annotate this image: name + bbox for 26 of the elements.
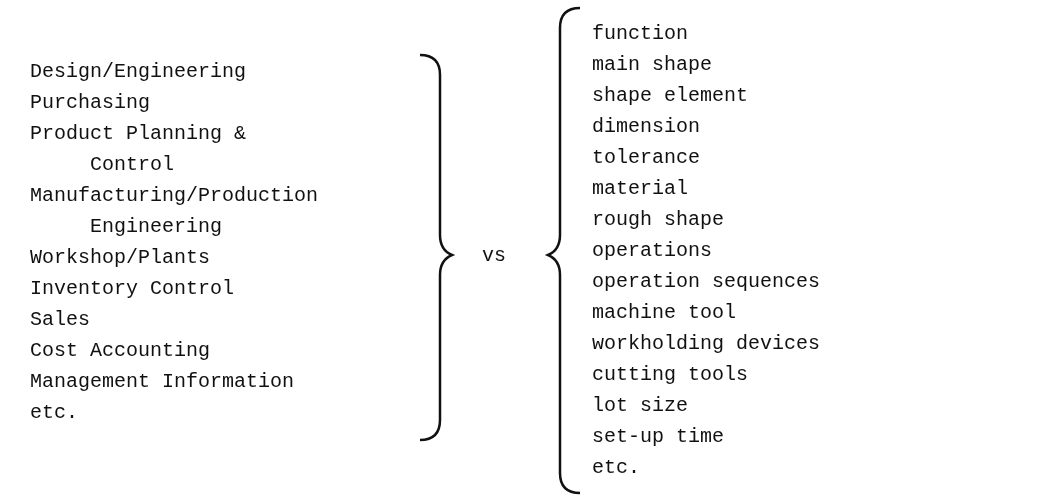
- department-name: Workshop/Plants: [30, 245, 212, 271]
- part-attribute: set-up time: [592, 424, 726, 450]
- department-name: Inventory Control: [30, 276, 236, 302]
- department-name: Product Planning & Control: [30, 121, 248, 178]
- part-attribute: workholding devices: [592, 331, 821, 357]
- department-name: etc.: [30, 400, 79, 426]
- department-name: Management Information: [30, 369, 296, 395]
- part-attribute: lot size: [592, 393, 689, 419]
- department-name: Manufacturing/Production Engineering: [30, 183, 320, 240]
- versus-text: vs: [482, 243, 506, 269]
- part-attribute: etc.: [592, 455, 641, 481]
- department-name: Sales: [30, 307, 91, 333]
- part-attribute: material: [592, 176, 689, 202]
- part-attribute: machine tool: [592, 300, 738, 326]
- part-attribute: function: [592, 21, 689, 47]
- part-attribute: rough shape: [592, 207, 726, 233]
- department-name: Design/Engineering: [30, 59, 248, 85]
- department-name: Cost Accounting: [30, 338, 212, 364]
- part-attribute: operations: [592, 238, 714, 264]
- department-name: Purchasing: [30, 90, 152, 116]
- part-attribute: shape element: [592, 83, 750, 109]
- part-attribute: dimension: [592, 114, 702, 140]
- part-attribute: operation sequences: [592, 269, 821, 295]
- part-attribute: tolerance: [592, 145, 702, 171]
- part-attribute: cutting tools: [592, 362, 750, 388]
- part-attribute: main shape: [592, 52, 714, 78]
